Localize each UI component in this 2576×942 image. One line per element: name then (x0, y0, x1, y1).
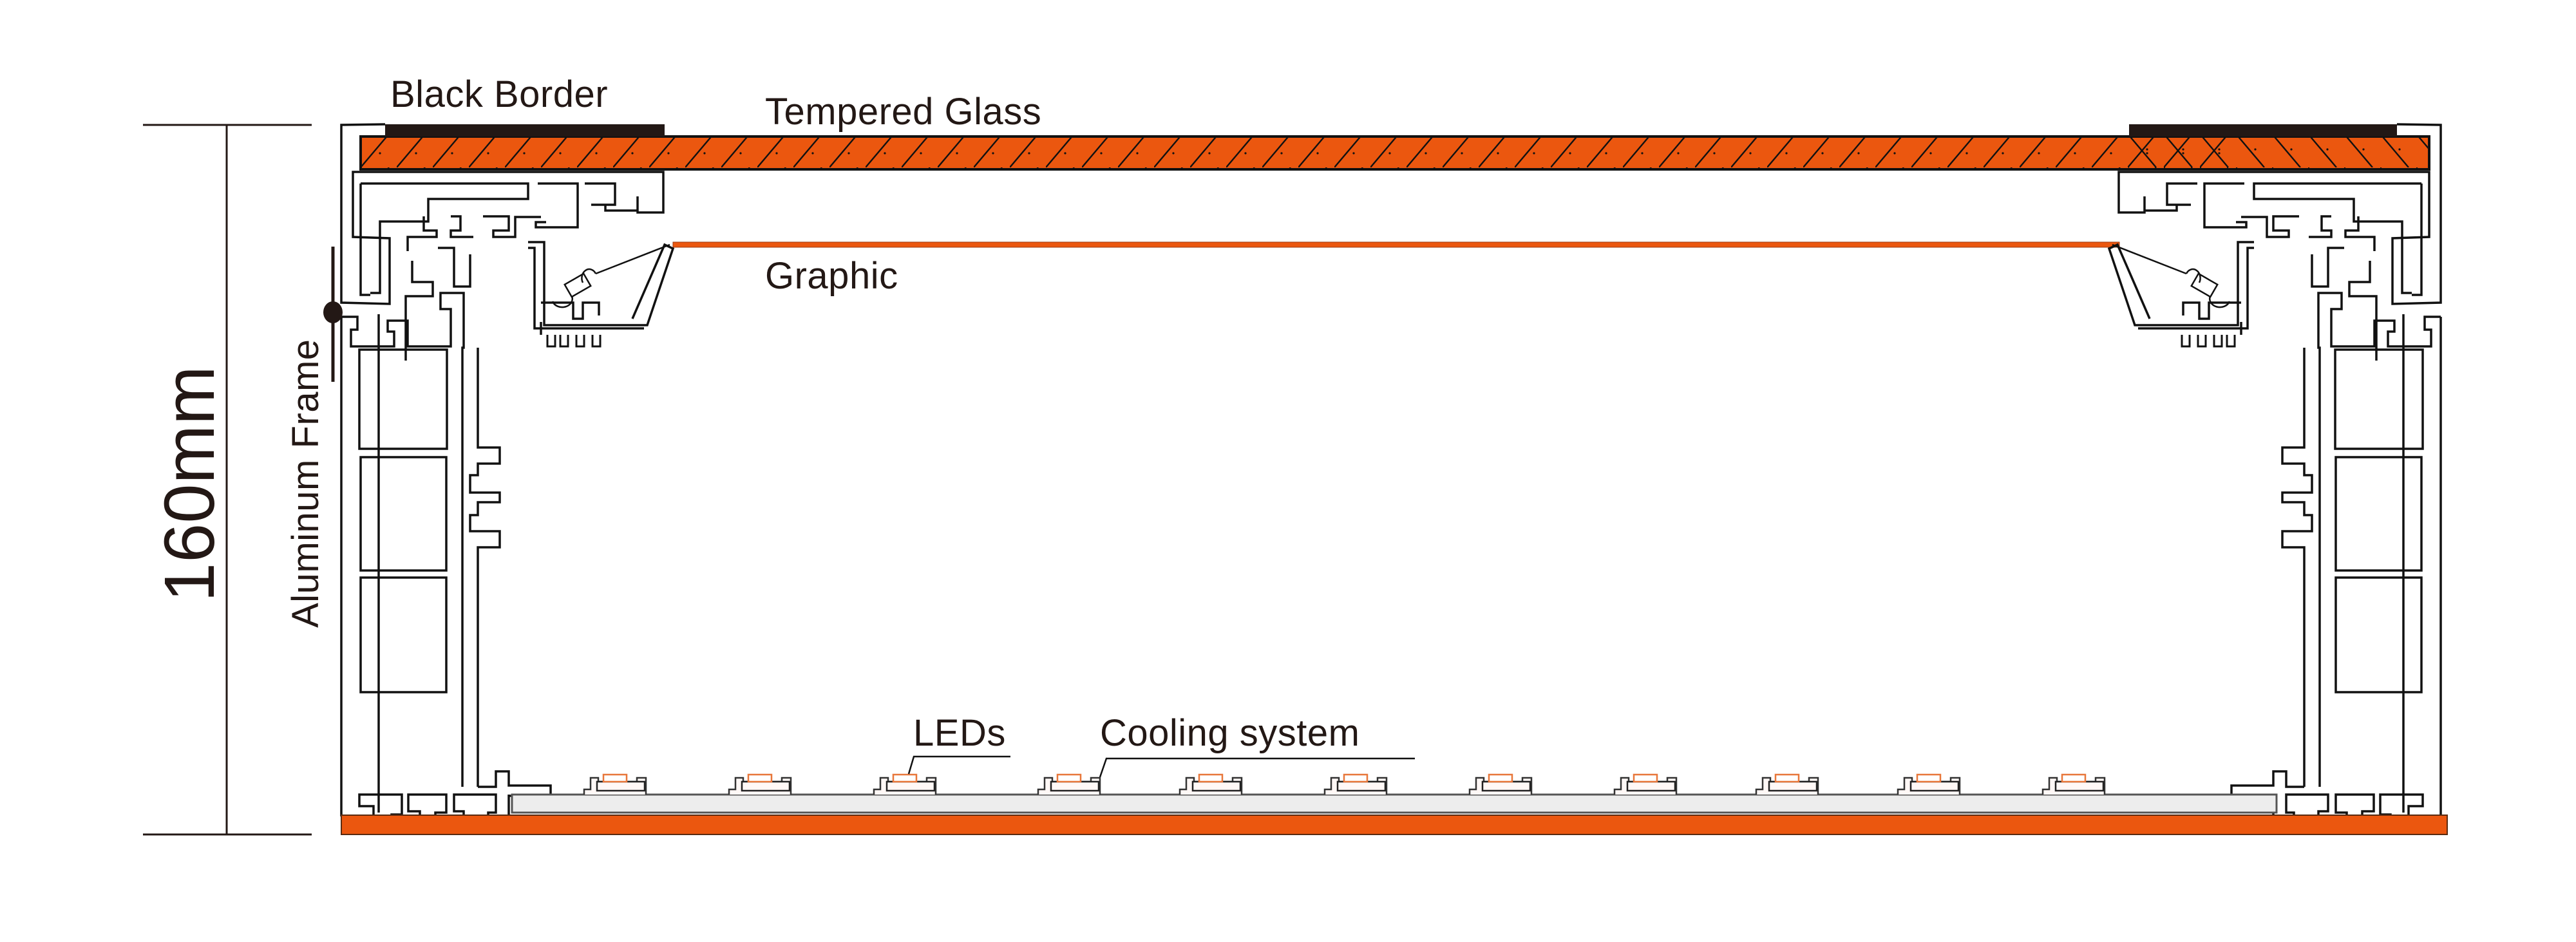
black-border-label: Black Border (390, 73, 609, 115)
dimension-label: 160mm (150, 366, 229, 602)
callout-lines (907, 755, 1415, 778)
aluminum-frame-label: Aluminum Frame (285, 339, 327, 628)
back-panel (341, 815, 2448, 835)
led (1179, 773, 1243, 795)
graphic-fabric (672, 241, 2120, 248)
tempered-glass-label: Tempered Glass (765, 91, 1042, 133)
led (1323, 773, 1388, 795)
led (2041, 773, 2106, 795)
black-border-left (385, 124, 665, 137)
leds-label: LEDs (913, 712, 1006, 754)
dimension-line (143, 124, 312, 836)
graphic-label: Graphic (765, 255, 898, 297)
cooling-system-strip (511, 793, 2278, 814)
led (1897, 773, 1961, 795)
led (728, 773, 792, 795)
led (1468, 773, 1533, 795)
led (873, 773, 937, 795)
cooling-system-label: Cooling system (1100, 712, 1360, 754)
led (1037, 773, 1101, 795)
black-border-right (2129, 124, 2397, 137)
led-row (583, 773, 2106, 795)
aluminum-frame-callout (323, 247, 343, 382)
led (1755, 773, 1819, 795)
aluminum-frame-right (2107, 123, 2442, 819)
led (1613, 773, 1678, 795)
led (583, 773, 647, 795)
tempered-glass (359, 135, 2430, 171)
aluminum-frame-left (340, 123, 675, 819)
